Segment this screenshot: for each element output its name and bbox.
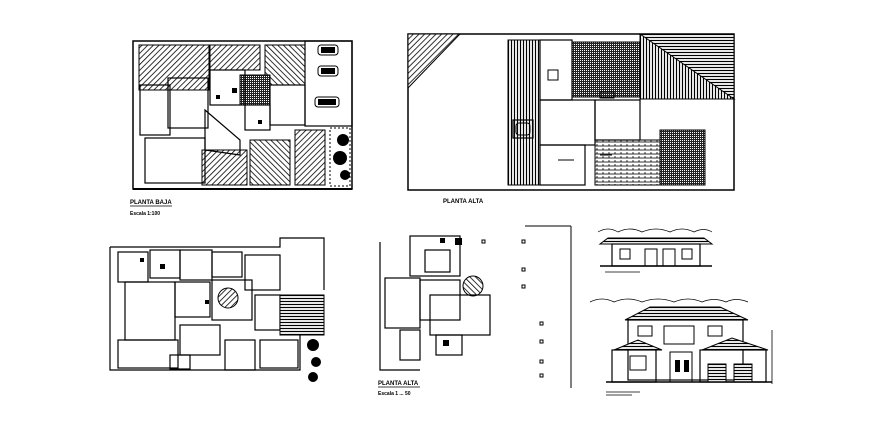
tree-icon [340, 170, 350, 180]
planta-alta-top-label: PLANTA ALTA [443, 199, 484, 205]
planta-baja-scale: Escala 1:100 [130, 211, 160, 217]
car-icon [317, 44, 339, 56]
upper-floor-plan [407, 33, 736, 191]
ground-floor-plan [132, 40, 353, 190]
column-markers [481, 225, 572, 388]
planta-alta-bottom-scale: Escala 1 ... 50 [378, 391, 411, 397]
tree-icon [333, 151, 347, 165]
spiral-stair-icon [462, 275, 484, 297]
front-elevation-small [597, 228, 714, 273]
ground-floor-plan-2 [109, 237, 325, 382]
front-elevation-large [589, 298, 773, 396]
car-icon [317, 65, 339, 77]
car-icon [314, 96, 340, 108]
planta-alta-bottom-label: PLANTA ALTA [378, 381, 419, 387]
tree-icon [308, 372, 318, 382]
tree-icon [337, 134, 349, 146]
tree-icon [311, 357, 321, 367]
planta-baja-label: PLANTA BAJA [130, 200, 172, 206]
spiral-stair-icon [217, 287, 239, 309]
tree-icon [307, 339, 319, 351]
upper-floor-plan-2 [379, 235, 491, 371]
